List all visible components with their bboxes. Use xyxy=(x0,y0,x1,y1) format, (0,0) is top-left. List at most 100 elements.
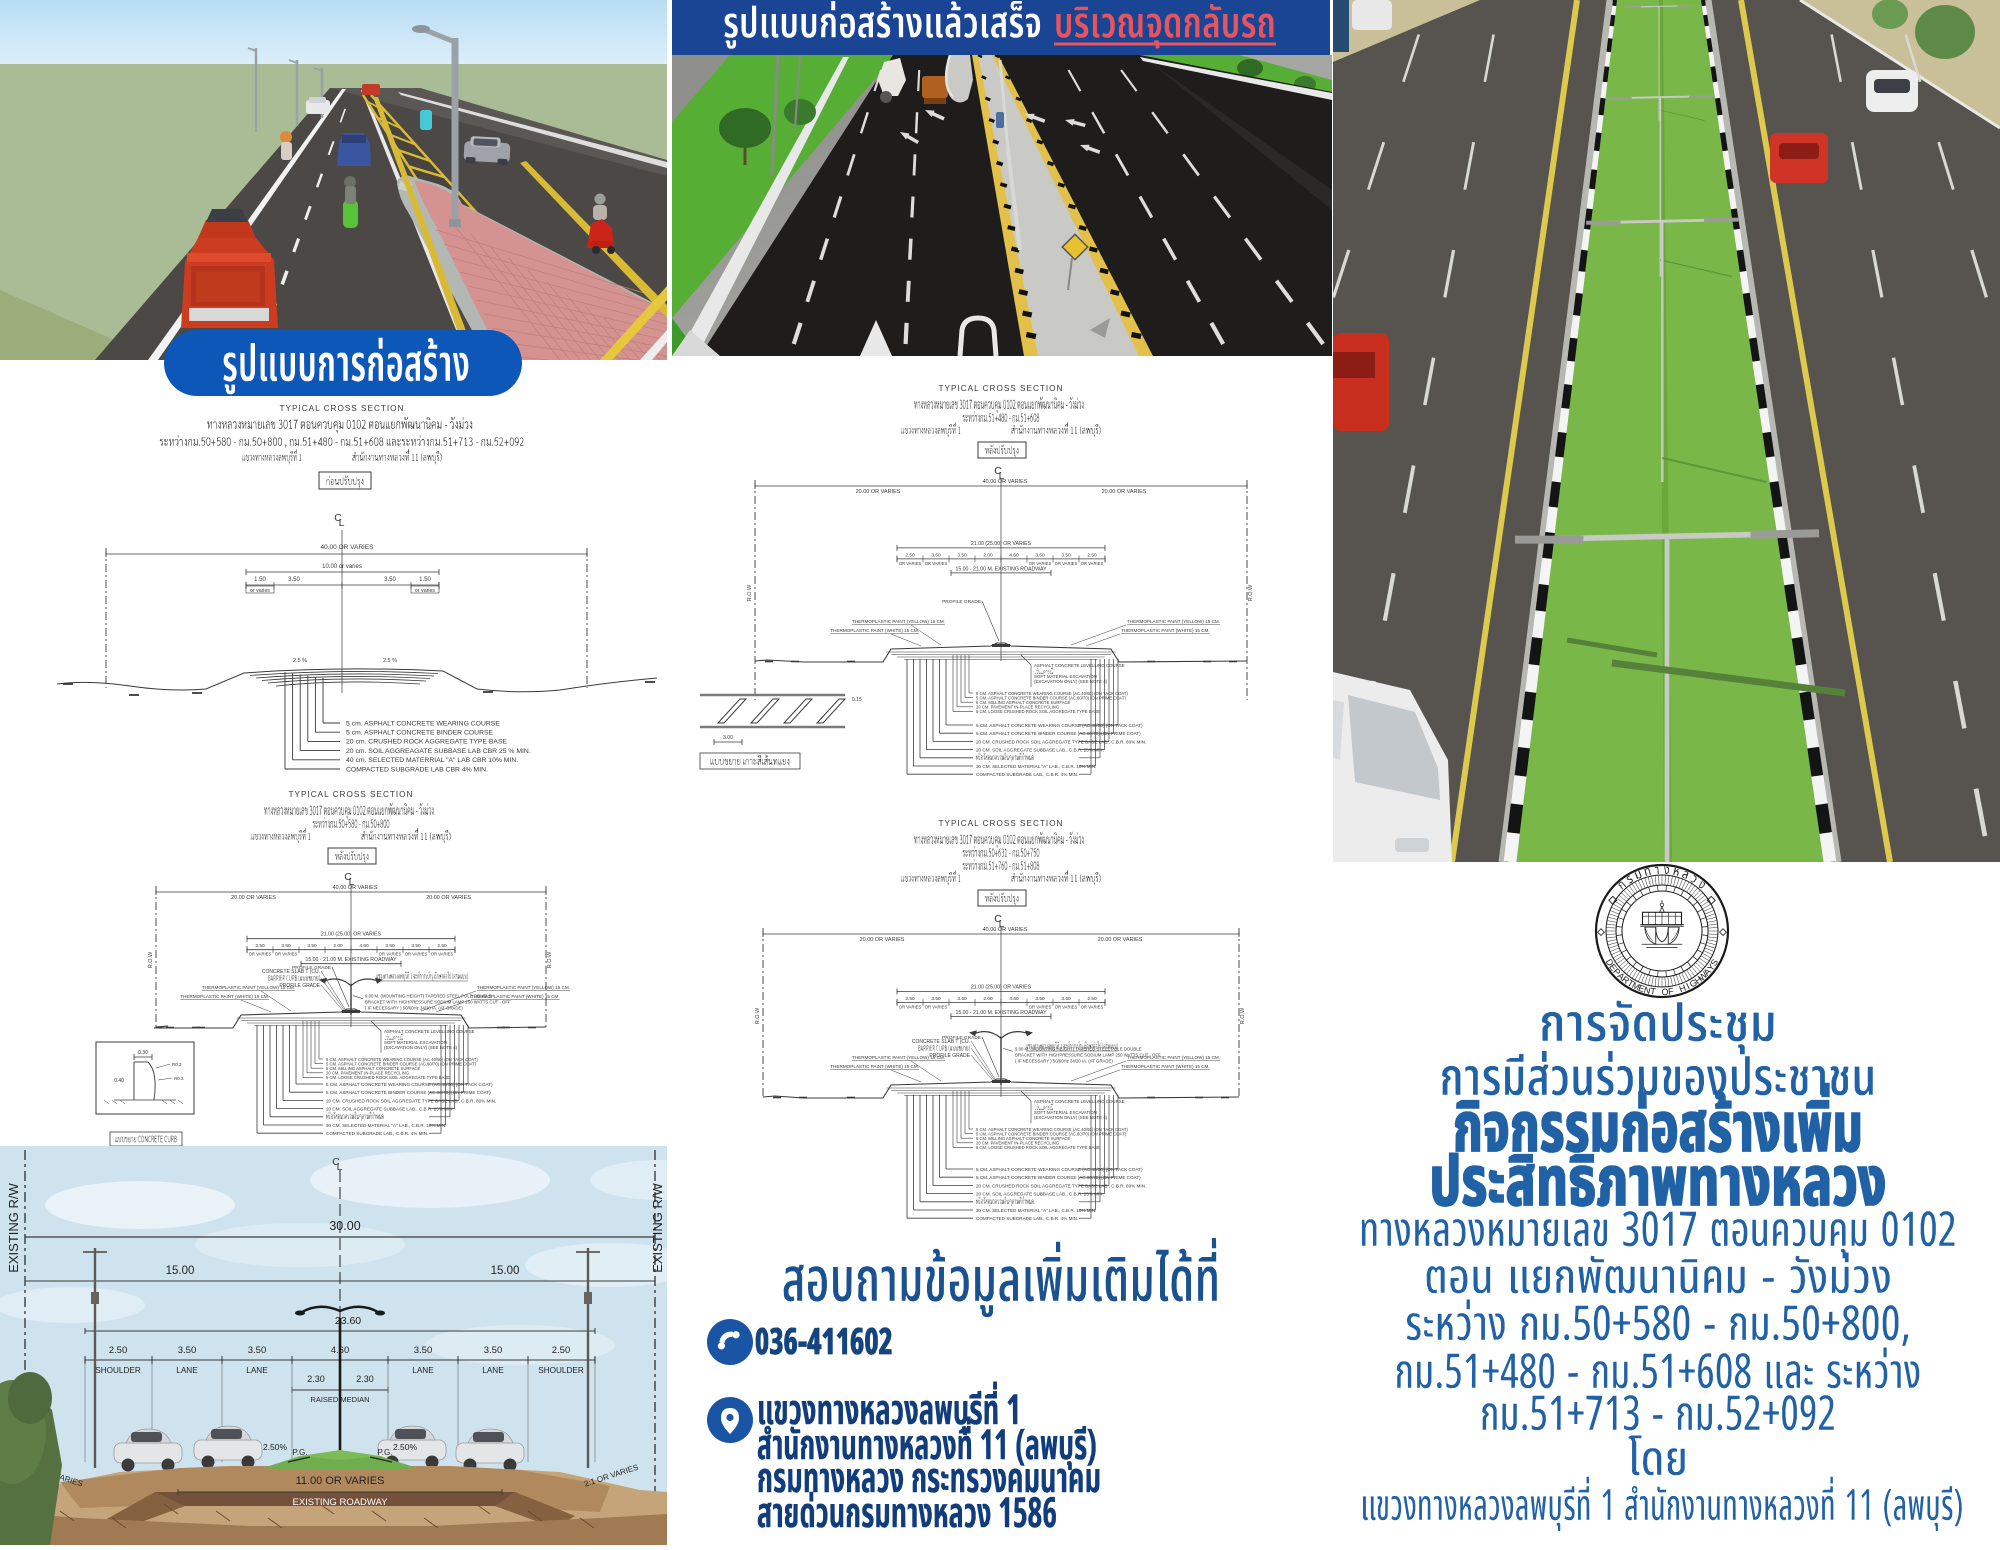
svg-text:THERMOPLASTIC PAINT (YELLOW) 1: THERMOPLASTIC PAINT (YELLOW) 15 CM. xyxy=(852,619,945,624)
svg-text:OR VARIES: OR VARIES xyxy=(1081,561,1104,566)
svg-text:40.00 OR VARIES: 40.00 OR VARIES xyxy=(321,544,375,551)
svg-text:30.00: 30.00 xyxy=(329,1219,360,1233)
svg-text:5 CM. LOOSE CRUSHED ROCK SOIL: 5 CM. LOOSE CRUSHED ROCK SOIL AGGREGATE … xyxy=(976,1145,1100,1150)
svg-text:20 CM. SOIL AGGREGATE SUBBASE: 20 CM. SOIL AGGREGATE SUBBASE LAB., C.B.… xyxy=(326,1107,454,1112)
svg-text:OR VARIES: OR VARIES xyxy=(925,1004,948,1009)
svg-text:3.00: 3.00 xyxy=(723,735,733,741)
svg-text:1.50: 1.50 xyxy=(254,577,266,583)
svg-text:3.50: 3.50 xyxy=(248,1345,267,1356)
svg-text:30 CM. SELECTED MATERIAL "A" L: 30 CM. SELECTED MATERIAL "A" LAB., C.B.R… xyxy=(976,1208,1096,1213)
svg-text:3.50: 3.50 xyxy=(384,577,396,583)
svg-text:TYPICAL CROSS SECTION: TYPICAL CROSS SECTION xyxy=(280,404,405,413)
svg-text:20.00 OR VARIES: 20.00 OR VARIES xyxy=(860,937,905,943)
svg-text:3.50: 3.50 xyxy=(288,577,300,583)
svg-text:(EXCAVATION ONLY) (SEE NOTE 4): (EXCAVATION ONLY) (SEE NOTE 4) xyxy=(384,1045,458,1050)
svg-text:ASPHALT CONCRETE LEVELLING COU: ASPHALT CONCRETE LEVELLING COURSE xyxy=(384,1029,475,1034)
svg-text:11.00 OR VARIES: 11.00 OR VARIES xyxy=(296,1475,385,1487)
svg-text:20.00 OR VARIES: 20.00 OR VARIES xyxy=(856,489,901,495)
svg-text:40.00 OR VARIES: 40.00 OR VARIES xyxy=(983,479,1028,485)
svg-text:R.O.W: R.O.W xyxy=(755,1007,761,1024)
svg-text:CONCRETE SLAB T (CU.: CONCRETE SLAB T (CU. xyxy=(912,1039,970,1045)
svg-text:2.30: 2.30 xyxy=(307,1374,325,1384)
svg-text:R.O.W: R.O.W xyxy=(747,584,753,601)
svg-text:2.50: 2.50 xyxy=(905,996,915,1002)
svg-text:20 cm. SOIL AGGREAGATE SUBBA: 20 cm. SOIL AGGREAGATE SUBBASE LAB CBR 2… xyxy=(346,748,531,755)
svg-text:2.5 %: 2.5 % xyxy=(293,658,307,664)
svg-text:OR VARIES: OR VARIES xyxy=(1029,1004,1052,1009)
svg-text:THERMOPLASTIC PAINT (WHITE) 15: THERMOPLASTIC PAINT (WHITE) 15 CM. xyxy=(830,1064,919,1069)
svg-text:OR VARIES: OR VARIES xyxy=(925,561,948,566)
svg-text:2.5 %: 2.5 % xyxy=(383,658,397,664)
svg-text:SOFT MATERIAL EXCAVATION: SOFT MATERIAL EXCAVATION xyxy=(1034,674,1097,679)
svg-text:20 CM. SOIL AGGREGATE SUBBASE: 20 CM. SOIL AGGREGATE SUBBASE LAB., C.B.… xyxy=(976,748,1104,753)
svg-text:20 cm. CRUSHED ROCK AGGREGAT: 20 cm. CRUSHED ROCK AGGREGATE TYPE BASE xyxy=(346,739,507,746)
svg-text:OR VARIES: OR VARIES xyxy=(275,952,298,957)
svg-text:3.50: 3.50 xyxy=(957,552,967,558)
svg-text:OR VARIES: OR VARIES xyxy=(899,561,922,566)
svg-text:40.00 OR VARIES: 40.00 OR VARIES xyxy=(983,927,1028,933)
svg-text:2.50%: 2.50% xyxy=(263,1442,288,1452)
svg-text:LANE: LANE xyxy=(246,1366,268,1375)
svg-text:21.00 (25.00) OR VARIES: 21.00 (25.00) OR VARIES xyxy=(321,932,382,938)
svg-text:5 CM. ASPHALT CONCRETE BINDER: 5 CM. ASPHALT CONCRETE BINDER COURSE (AC… xyxy=(976,1175,1141,1180)
svg-text:COMPACTED SUBGRADE LAB., C.B.R: COMPACTED SUBGRADE LAB., C.B.R. 4% MIN. xyxy=(326,1131,428,1136)
svg-text:3.50: 3.50 xyxy=(1061,996,1071,1002)
svg-text:21.00 (25.00) OR VARIES: 21.00 (25.00) OR VARIES xyxy=(971,541,1032,547)
svg-text:15.00 - 21.00 M. EXISTING ROAD: 15.00 - 21.00 M. EXISTING ROADWAY xyxy=(955,1010,1047,1016)
svg-text:2.50: 2.50 xyxy=(1087,996,1097,1002)
svg-text:3.50: 3.50 xyxy=(931,996,941,1002)
svg-text:OR VARIES: OR VARIES xyxy=(1029,561,1052,566)
svg-text:2.50: 2.50 xyxy=(437,943,447,949)
svg-text:5 CM. LOOSE CRUSHED ROCK SOIL: 5 CM. LOOSE CRUSHED ROCK SOIL AGGREGATE … xyxy=(326,1075,450,1080)
svg-text:( IF NECESSARY ) 50/60Hz 34/2: ( IF NECESSARY ) 50/60Hz 34/20 IA. (AT G… xyxy=(365,1006,463,1011)
svg-text:3.50: 3.50 xyxy=(385,943,395,949)
svg-text:R0.3: R0.3 xyxy=(174,1076,184,1081)
svg-text:TYPICAL CROSS SECTION: TYPICAL CROSS SECTION xyxy=(289,790,414,799)
svg-text:L: L xyxy=(339,517,345,529)
svg-text:20 CM. SOIL AGGREGATE SUBBASE: 20 CM. SOIL AGGREGATE SUBBASE LAB., C.B.… xyxy=(976,1192,1104,1197)
svg-text:20 CM. CRUSHED ROCK SOIL AGGRE: 20 CM. CRUSHED ROCK SOIL AGGREGATE TYPE … xyxy=(326,1098,496,1103)
svg-text:2.50: 2.50 xyxy=(1087,552,1097,558)
svg-text:OR VARIES: OR VARIES xyxy=(249,952,272,957)
svg-text:3.50: 3.50 xyxy=(281,943,291,949)
svg-text:4.60: 4.60 xyxy=(1009,996,1019,1002)
svg-text:OR VARIES: OR VARIES xyxy=(405,952,428,957)
svg-text:TYPICAL CROSS SECTION: TYPICAL CROSS SECTION xyxy=(939,819,1064,828)
svg-text:15.00: 15.00 xyxy=(166,1265,195,1277)
svg-text:3.50: 3.50 xyxy=(178,1345,197,1356)
svg-text:30 CM. SELECTED MATERIAL "A" L: 30 CM. SELECTED MATERIAL "A" LAB., C.B.R… xyxy=(326,1123,446,1128)
svg-text:R.O.W: R.O.W xyxy=(1248,584,1254,601)
svg-text:EXISTING ROADWAY: EXISTING ROADWAY xyxy=(292,1497,388,1508)
svg-text:10.00 or varies: 10.00 or varies xyxy=(322,564,362,570)
svg-text:THERMOPLASTIC PAINT (YELLOW) 1: THERMOPLASTIC PAINT (YELLOW) 15 CM. xyxy=(477,985,570,990)
svg-text:15.00: 15.00 xyxy=(491,1265,520,1277)
svg-text:(EXCAVATION ONLY) (SEE NOTE 4): (EXCAVATION ONLY) (SEE NOTE 4) xyxy=(1034,679,1108,684)
svg-text:3.50: 3.50 xyxy=(484,1345,503,1356)
svg-text:40.00 OR VARIES: 40.00 OR VARIES xyxy=(333,885,378,891)
svg-text:THERMOPLASTIC PAINT (YELLOW) 1: THERMOPLASTIC PAINT (YELLOW) 15 CM. xyxy=(1127,1055,1220,1060)
svg-text:0.30: 0.30 xyxy=(138,1050,148,1056)
svg-text:OR VARIES: OR VARIES xyxy=(379,952,402,957)
svg-text:BRACKET WITH HIGHPRESSURE SODI: BRACKET WITH HIGHPRESSURE SODIUM LAMP 25… xyxy=(365,1000,511,1005)
svg-text:9.00 M. (MOUNTING HEIGHT) TAPE: 9.00 M. (MOUNTING HEIGHT) TAPERED STEEL … xyxy=(1015,1046,1142,1051)
svg-text:2.50: 2.50 xyxy=(255,943,265,949)
svg-text:SHOULDER: SHOULDER xyxy=(538,1366,584,1375)
svg-text:0.40: 0.40 xyxy=(114,1078,124,1084)
svg-text:4.60: 4.60 xyxy=(1009,552,1019,558)
svg-text:20.00 OR VARIES: 20.00 OR VARIES xyxy=(1102,489,1147,495)
svg-text:2.00: 2.00 xyxy=(983,996,993,1002)
svg-text:20 CM. CRUSHED ROCK SOIL AGGRE: 20 CM. CRUSHED ROCK SOIL AGGREGATE TYPE … xyxy=(976,739,1146,744)
svg-text:3.50: 3.50 xyxy=(1035,552,1045,558)
svg-text:40 cm. SELECTED MATERRIAL "A": 40 cm. SELECTED MATERRIAL "A" LAB CBR 10… xyxy=(346,757,518,764)
svg-text:R.O.W: R.O.W xyxy=(1240,1007,1246,1024)
svg-text:TYPICAL CROSS SECTION: TYPICAL CROSS SECTION xyxy=(939,384,1064,393)
svg-text:THERMOPLASTIC PAINT (WHITE) 15: THERMOPLASTIC PAINT (WHITE) 15 CM. xyxy=(180,994,269,999)
svg-text:3.50: 3.50 xyxy=(411,943,421,949)
svg-text:OR VARIES: OR VARIES xyxy=(1055,1004,1078,1009)
svg-text:30 CM. SELECTED MATERIAL "A" L: 30 CM. SELECTED MATERIAL "A" LAB., C.B.R… xyxy=(976,764,1096,769)
svg-text:COMPACTED SUBGRADE LAB., C.B.R: COMPACTED SUBGRADE LAB., C.B.R. 4% MIN. xyxy=(976,1216,1078,1221)
svg-text:2.30: 2.30 xyxy=(356,1374,374,1384)
svg-text:2.00: 2.00 xyxy=(983,552,993,558)
svg-text:OR VARIES: OR VARIES xyxy=(899,1004,922,1009)
svg-text:THERMOPLASTIC PAINT (WHITE) 15: THERMOPLASTIC PAINT (WHITE) 15 CM. xyxy=(1121,1064,1210,1069)
